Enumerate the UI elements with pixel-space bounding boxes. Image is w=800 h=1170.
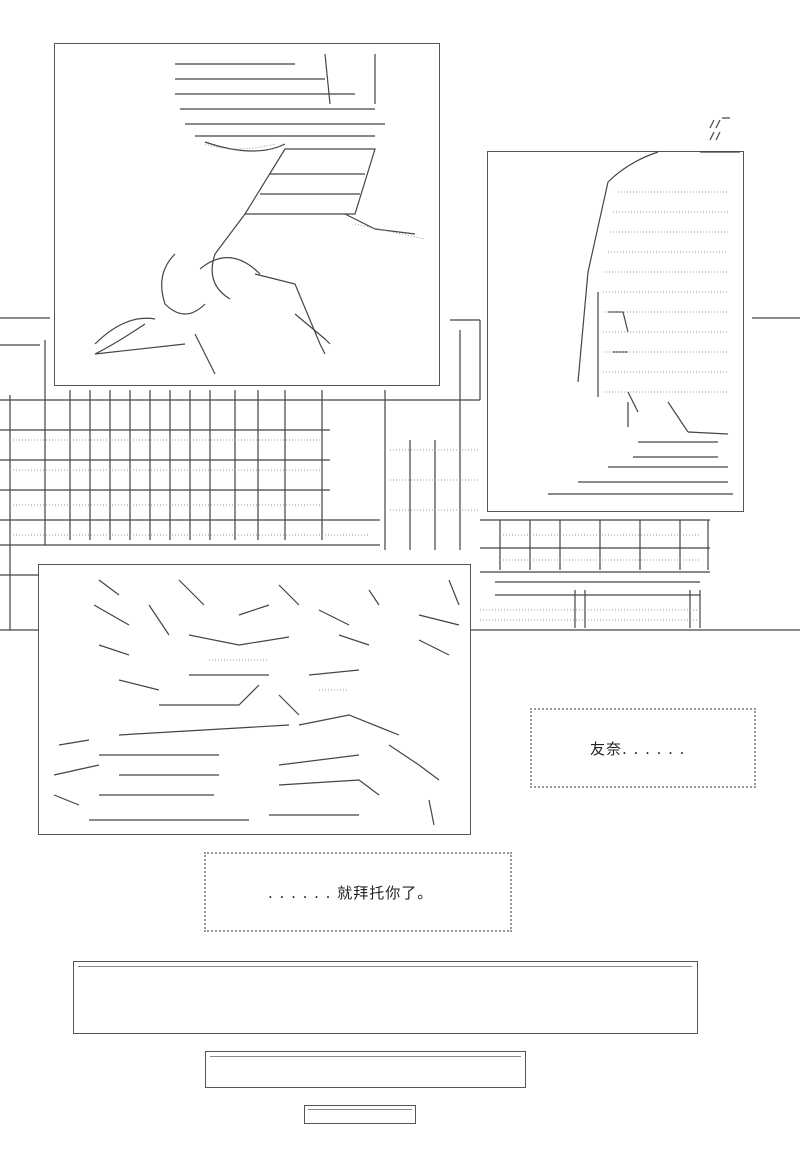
caption-text-yuna: 友奈. . . . . . — [590, 740, 686, 758]
character-lineart-middle-left — [53, 579, 460, 826]
caption-text-request: . . . . . . 就拜托你了。 — [268, 884, 434, 902]
empty-frame-large — [73, 961, 698, 1034]
top-right-quote-marks — [700, 117, 740, 153]
empty-frame-large-inner-line — [78, 966, 692, 967]
empty-frame-small — [304, 1105, 416, 1124]
panel-top-right — [487, 151, 744, 512]
character-lineart-top-left — [94, 53, 426, 375]
caption-box-yuna — [530, 708, 756, 788]
empty-frame-medium-inner-line — [210, 1056, 521, 1057]
caption-box-request — [204, 852, 512, 932]
character-lineart-top-right — [548, 151, 733, 495]
empty-frame-medium — [205, 1051, 526, 1088]
panel-top-left — [54, 43, 440, 386]
panel-middle-left — [38, 564, 471, 835]
empty-frame-small-inner-line — [308, 1109, 412, 1110]
